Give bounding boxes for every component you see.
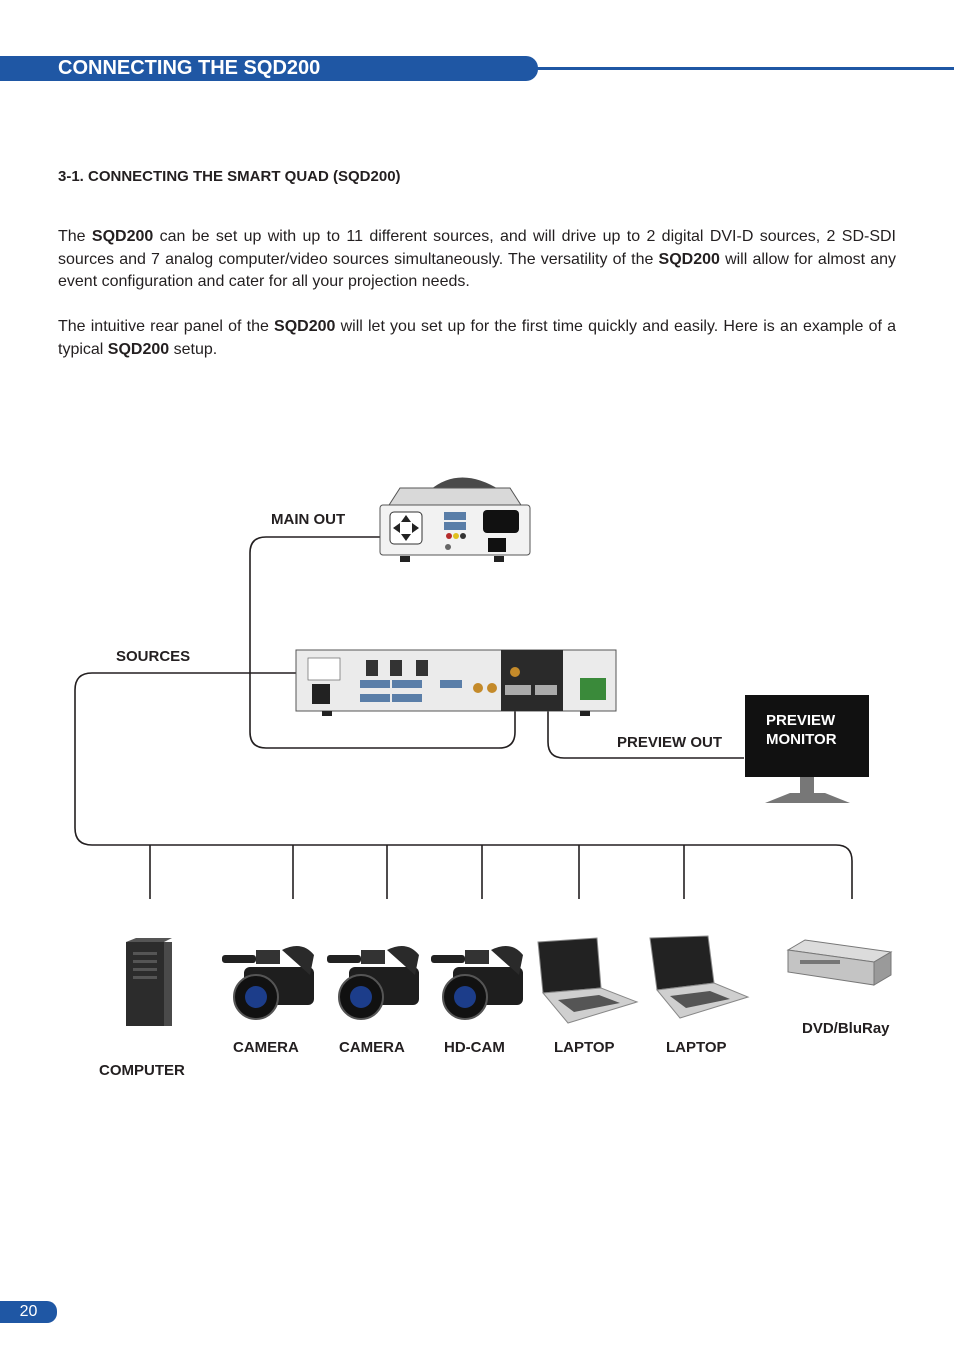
header-rule	[530, 67, 954, 70]
laptop-icon	[537, 937, 639, 1024]
dvd-label: DVD/BluRay	[802, 1020, 890, 1037]
preview-out-label: PREVIEW OUT	[617, 734, 722, 751]
main-out-cable	[249, 536, 516, 749]
camera-label-2: CAMERA	[339, 1039, 405, 1056]
computer-label: COMPUTER	[99, 1062, 185, 1079]
hd-cam-label: HD-CAM	[444, 1039, 505, 1056]
laptop-label-2: LAPTOP	[666, 1039, 727, 1056]
computer-icon	[126, 938, 172, 1026]
dvd-player-icon	[786, 939, 893, 986]
camera-label-1: CAMERA	[233, 1039, 299, 1056]
header-bar	[0, 56, 538, 81]
page-number: 20	[0, 1301, 57, 1323]
preview-monitor-label-2: MONITOR	[766, 731, 837, 748]
intro-paragraph: The SQD200 can be set up with up to 11 d…	[58, 228, 897, 290]
preview-monitor-icon: PREVIEW MONITOR	[745, 695, 869, 803]
setup-paragraph: The intuitive rear panel of the SQD200 w…	[58, 318, 896, 358]
sqd200-rear-panel-icon	[295, 649, 617, 716]
hd-camera-icon	[431, 946, 523, 1020]
section-title: 3-1. CONNECTING THE SMART QUAD (SQD200)	[58, 168, 401, 185]
connection-diagram: PREVIEW MONITOR	[74, 477, 893, 1079]
laptop-icon	[649, 935, 750, 1019]
preview-monitor-label-1: PREVIEW	[766, 712, 836, 729]
sources-label: SOURCES	[116, 648, 190, 665]
preview-out-cable	[547, 711, 744, 759]
projector-icon	[379, 477, 531, 562]
camera-icon	[327, 946, 419, 1020]
camera-icon	[222, 946, 314, 1020]
sources-bus	[74, 672, 853, 899]
main-out-label: MAIN OUT	[271, 511, 345, 528]
page-title: CONNECTING THE SQD200	[58, 57, 321, 79]
laptop-label-1: LAPTOP	[554, 1039, 615, 1056]
